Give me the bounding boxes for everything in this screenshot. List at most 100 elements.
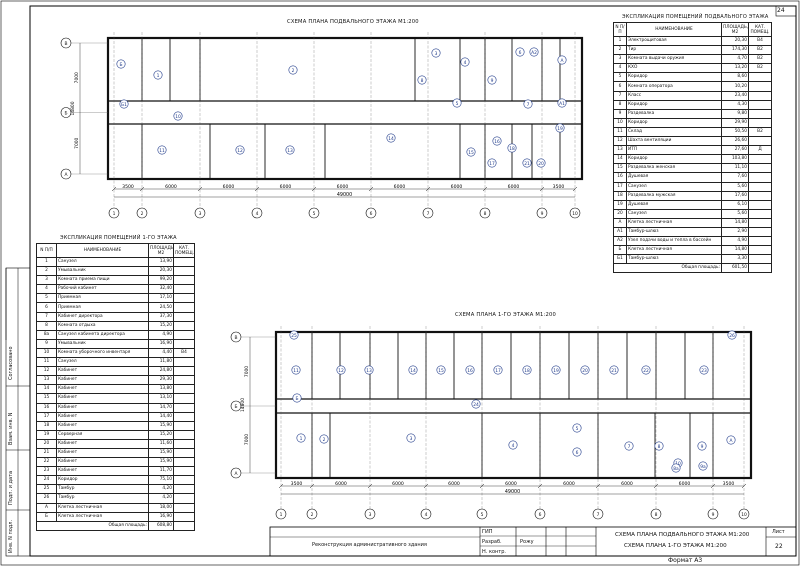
dimension-tick xyxy=(653,483,659,489)
axis-h-label: Б xyxy=(64,110,67,116)
table-cell: Кабинет xyxy=(56,393,149,404)
developer-label: Разраб. xyxy=(482,539,502,545)
room-number-label: 17 xyxy=(489,161,495,167)
axis-v-label: 3 xyxy=(369,512,372,518)
table-cell xyxy=(173,484,195,495)
table-cell xyxy=(173,429,195,440)
table-cell: 5,60 xyxy=(721,181,749,192)
table-cell: Раздевалка мужская xyxy=(626,190,722,201)
table-cell xyxy=(748,163,772,174)
table-cell: 8 xyxy=(36,320,57,331)
room-number-circle xyxy=(551,365,561,375)
room-number-circle xyxy=(417,75,427,85)
dimension-text: 6000 xyxy=(563,481,575,487)
room-number-circle xyxy=(641,365,651,375)
table-header: НАИМЕНОВАНИЕ xyxy=(626,22,722,37)
table-cell: 24,50 xyxy=(148,302,174,313)
table-cell: 16,90 xyxy=(148,338,174,349)
axis-v-circle xyxy=(108,207,120,219)
room-number-label: 17 xyxy=(495,368,501,374)
table-cell: 13,80 xyxy=(148,384,174,395)
table-header: ПЛОЩАДЬ, М2 xyxy=(148,243,174,258)
axis-v-label: 4 xyxy=(256,211,259,217)
table-cell xyxy=(173,411,195,422)
table-cell: Санузел xyxy=(56,357,149,368)
room-number-label: 25 xyxy=(291,333,297,339)
outer-wall xyxy=(106,36,584,181)
room-number-circle xyxy=(173,111,183,121)
basement-plan-title: СХЕМА ПЛАНА ПОДВАЛЬНОГО ЭТАЖА М1:200 xyxy=(287,19,419,25)
table-cell: 2,90 xyxy=(721,226,749,238)
table-cell: 5,60 xyxy=(721,208,749,219)
axis-v-circle xyxy=(306,508,318,520)
axis-v-label: 1 xyxy=(280,512,283,518)
table-cell: Тир xyxy=(626,45,722,56)
table-cell: Клетка лестничная xyxy=(56,502,149,513)
table-cell: 14,80 xyxy=(721,245,749,256)
axis-h-label: В xyxy=(64,41,67,47)
table-cell xyxy=(173,284,195,295)
axis-h-circle xyxy=(230,331,242,343)
axis-v-label: 8 xyxy=(655,512,658,518)
table-cell: 5 xyxy=(613,72,627,83)
room-number-label: 11 xyxy=(159,148,165,154)
room-number-label: 19 xyxy=(553,368,559,374)
axis-v-label: 4 xyxy=(425,512,428,518)
table-cell: 3,30 xyxy=(721,254,749,265)
table-cell: 1 xyxy=(613,35,627,47)
table-cell: Санузел xyxy=(56,256,149,268)
room-number-circle xyxy=(529,47,539,57)
room-number-label: 15 xyxy=(468,150,474,156)
table-cell: Клетка лестничная xyxy=(56,511,149,522)
table-cell: Склад xyxy=(626,126,722,138)
room-number-label: 10 xyxy=(675,461,681,467)
table-cell: Коридор xyxy=(56,475,149,486)
axis-h-label: А xyxy=(64,172,67,178)
table-cell: 10 xyxy=(613,117,627,128)
table-cell: 13 xyxy=(36,375,57,386)
table-cell: 27,60 xyxy=(721,145,749,156)
table-cell: 4,70 xyxy=(721,54,749,65)
table-cell: В2 xyxy=(748,126,772,138)
table-cell xyxy=(173,302,195,313)
table-cell: 5 xyxy=(36,293,57,304)
table-cell xyxy=(748,99,772,110)
axis-v-label: 5 xyxy=(481,512,484,518)
dimension-tick xyxy=(595,483,601,489)
room-number-circle xyxy=(408,365,418,375)
basement-table-title: ЭКСПЛИКАЦИЯ ПОМЕЩЕНИЙ ПОДВАЛЬНОГО ЭТАЖА xyxy=(622,14,769,20)
outer-wall xyxy=(274,330,753,480)
dimension-text: 6000 xyxy=(448,481,460,487)
room-number-circle xyxy=(336,365,346,375)
room-number-circle xyxy=(515,47,525,57)
table-cell xyxy=(748,172,772,183)
room-number-label: 2 xyxy=(292,68,295,74)
table-cell: 12 xyxy=(36,366,57,377)
table-header: ПЛОЩАДЬ, М2 xyxy=(721,22,749,37)
table-cell xyxy=(748,136,772,147)
room-number-circle xyxy=(609,365,619,375)
axis-v-circle xyxy=(364,508,376,520)
axis-v-circle xyxy=(650,508,662,520)
table-cell: В4 xyxy=(173,347,195,359)
axis-h-circle xyxy=(60,168,72,180)
dimension-tick xyxy=(710,483,716,489)
table-cell: 24 xyxy=(36,475,57,486)
axis-v-circle xyxy=(136,207,148,219)
room-number-circle xyxy=(157,145,167,155)
table-cell: Серверная xyxy=(56,429,149,440)
room-number-circle xyxy=(697,441,707,451)
room-number-label: 8 xyxy=(421,78,424,84)
table-cell: 15,20 xyxy=(148,320,174,331)
dimension-text: 6000 xyxy=(337,184,349,190)
table-cell: Раздевалка женская xyxy=(626,163,722,174)
room-number-label: 5 xyxy=(576,426,579,432)
